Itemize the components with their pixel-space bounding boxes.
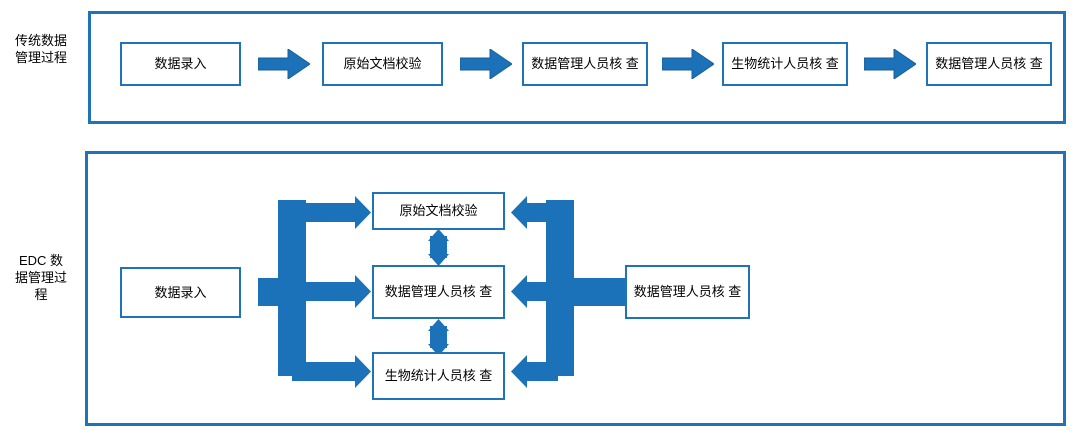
arrow-right-icon [661,48,715,80]
arrow-right-icon [459,48,513,80]
node-traditional-dm-review-1[interactable]: 数据管理人员核 查 [522,42,648,86]
arrow-right-icon [257,48,311,80]
node-label: 数据管理人员核 查 [384,284,493,299]
node-label: 数据管理人员核 查 [531,56,639,71]
node-edc-sdv[interactable]: 原始文档校验 [372,192,505,230]
node-label: 数据录入 [154,284,207,300]
node-traditional-sdv[interactable]: 原始文档校验 [322,42,443,86]
node-edc-dm-review-right[interactable]: 数据管理人员核 查 [625,265,750,319]
node-edc-entry[interactable]: 数据录入 [120,267,241,318]
node-label: 数据管理人员核 查 [935,56,1043,71]
node-traditional-dm-review-2[interactable]: 数据管理人员核 查 [926,42,1052,86]
node-edc-dm-review[interactable]: 数据管理人员核 查 [372,265,505,319]
node-label: 数据录入 [154,56,207,71]
node-label: 生物统计人员核 查 [384,368,493,383]
row-label-edc: EDC 数 据管理过 程 [14,253,67,302]
row-label-traditional: 传统数据 管理过程 [14,33,67,65]
arrow-right-icon [863,48,917,80]
node-traditional-stat-review[interactable]: 生物统计人员核 查 [722,42,848,86]
node-label: 生物统计人员核 查 [731,56,839,71]
node-edc-stat-review[interactable]: 生物统计人员核 查 [372,352,505,400]
node-label: 数据管理人员核 查 [633,284,742,299]
node-traditional-entry[interactable]: 数据录入 [120,42,241,86]
node-label: 原始文档校验 [399,203,478,218]
node-label: 原始文档校验 [343,56,422,71]
